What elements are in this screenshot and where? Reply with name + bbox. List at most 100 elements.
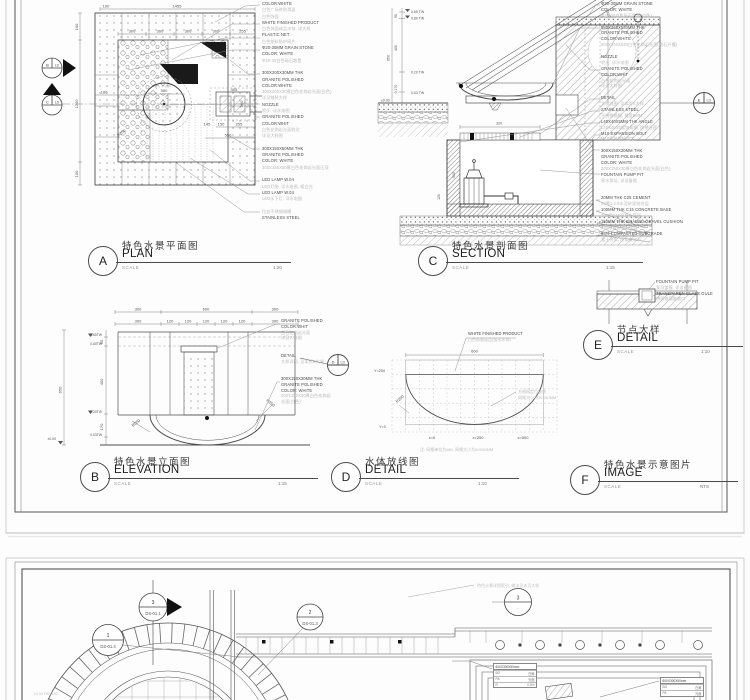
elevation-drawing: 300 600 300 300 120 120 120 120 120 300 … — [48, 307, 349, 446]
svg-text:2: 2 — [309, 610, 312, 616]
annotation-line: COLOR:WHITE — [601, 36, 631, 42]
title-rule — [116, 262, 291, 264]
svg-text:LD: LD — [55, 64, 60, 68]
svg-text:LD: LD — [341, 361, 346, 365]
svg-text:Y=250: Y=250 — [374, 369, 385, 373]
svg-text:1200: 1200 — [74, 99, 79, 109]
title-rule — [611, 346, 743, 348]
annotation-line: GRANITE POLISHED — [281, 318, 323, 323]
svg-text:400: 400 — [99, 378, 104, 385]
annotation-line: L40X40X5镀锌角钢, 防锈处理 — [601, 124, 657, 130]
scale-word: SCALE — [604, 484, 622, 489]
svg-text:50: 50 — [99, 339, 104, 344]
annotation-line: 580X260X530白色花岗岩光面(整石开槽) — [601, 42, 678, 48]
svg-text:100: 100 — [74, 23, 79, 30]
annotation-line: 300X150X50MM THK — [262, 145, 304, 151]
annotation-line: COLOR:WHIT — [601, 71, 629, 77]
annotation-line: COLOR: WHITE — [262, 158, 294, 164]
layout-top-label-cn: 白色饰面成品(弧形水钵) — [468, 337, 511, 342]
panel-title-cn: 特色水景平面图 — [122, 241, 200, 252]
callout-1: 1 DS-01.4 — [92, 624, 241, 658]
svg-text:B: B — [46, 63, 49, 68]
panel-title-en: DETAIL — [617, 332, 659, 344]
svg-text:90: 90 — [394, 14, 398, 18]
svg-text:E: E — [698, 98, 701, 103]
panel-bubble-f: F — [570, 465, 600, 495]
svg-text:300: 300 — [185, 29, 192, 34]
annotation-line: LED LAMP W.04 — [262, 177, 294, 183]
svg-text:300: 300 — [135, 319, 142, 324]
annotation-line: NOZZLE — [262, 101, 279, 107]
annotation-line: 95% COMPACTED SUBGRADE — [601, 230, 663, 236]
annotation-line: 白色饰面成品水钵, 详大样 — [262, 26, 311, 32]
annotation-line: 白色饰面 — [262, 13, 279, 19]
section-marker-c: C LD — [41, 83, 63, 116]
annotation-line: 不锈钢格栅, 缝宽8MM — [601, 112, 643, 118]
annotation-line: 大样详图, 见本页E大样 — [601, 101, 645, 107]
annotation-line: 白色花岗岩光面 — [601, 77, 631, 83]
svg-text:650: 650 — [387, 55, 391, 61]
svg-text:120: 120 — [185, 319, 192, 324]
svg-text:180: 180 — [101, 90, 108, 95]
svg-text:120: 120 — [167, 319, 174, 324]
annotation-line: 580X260X530MM THK — [601, 24, 645, 30]
annotation-line: COLOR:WHIT — [262, 120, 290, 126]
annotation-line: 300X200X30厚白色花岗岩光面(白色) — [262, 89, 332, 95]
svg-text:±0.00: ±0.00 — [48, 437, 57, 441]
annotation-line: L40X40X5MM THK ANGLE — [601, 118, 653, 124]
svg-text:0.65 TW: 0.65 TW — [411, 10, 425, 14]
svg-text:0.170: 0.170 — [394, 85, 398, 94]
svg-text:x=500: x=500 — [517, 435, 529, 440]
svg-text:DS-01.4: DS-01.4 — [100, 644, 116, 649]
svg-text:255: 255 — [236, 122, 243, 127]
annotation-line: 详见大样图 — [601, 83, 622, 89]
sheet1-drawing: B LD C LD — [5, 0, 745, 538]
detail-bubble-e: E LD — [660, 92, 715, 114]
svg-text:0.20 TW: 0.20 TW — [411, 71, 425, 75]
panel-title-en: ELEVATION — [114, 464, 180, 476]
panel-bubble-e: E — [583, 330, 613, 360]
svg-text:120: 120 — [221, 319, 228, 324]
annotation-line: 泉水泵坑, 详设备图 — [601, 177, 638, 183]
panel-bubble-d: D — [331, 462, 361, 492]
layout-drawing: 600 Y=250 Y=0 R250 x=0 x=250 x=500 — [374, 337, 558, 440]
panel-bubble-a: A — [88, 246, 118, 276]
annotation-line: Φ20-30白色砾石散置 — [262, 57, 302, 63]
scale-word: SCALE — [365, 481, 383, 486]
svg-text:600: 600 — [203, 307, 210, 312]
svg-text:120: 120 — [239, 319, 246, 324]
svg-text:R10: R10 — [605, 11, 612, 19]
panel-title-cn: 特色水景示意图片 — [604, 460, 693, 471]
svg-text:400: 400 — [394, 45, 398, 51]
svg-text:1: 1 — [107, 633, 110, 639]
scale-value: NTS — [700, 484, 709, 489]
svg-text:145: 145 — [204, 122, 211, 127]
annotation-line: Φ20-30白色砾石散置(白色) — [601, 12, 652, 18]
annotation-line: GRANITE POLISHED — [262, 76, 304, 82]
svg-text:150: 150 — [218, 122, 225, 127]
svg-text:x=250: x=250 — [472, 435, 484, 440]
svg-text:120: 120 — [437, 194, 441, 200]
annotation-line: GRANITE POLISHED — [601, 65, 643, 71]
annotation-line: M10 EXPANSION BOLT — [601, 130, 648, 136]
svg-text:300: 300 — [213, 29, 220, 34]
annotation-line: 光面(白色) — [281, 399, 301, 405]
annotation-line: 泵坑盖板, 详设备图 — [656, 284, 693, 290]
panel-bubble-b: B — [80, 462, 110, 492]
scale-value: 1:15 — [278, 481, 287, 486]
svg-text:0.60TW: 0.60TW — [90, 342, 103, 346]
index-bubble-3: 3 - — [492, 588, 532, 616]
annotation-line: 300X200X30MM THK — [262, 70, 304, 76]
svg-text:R250: R250 — [394, 393, 405, 403]
annotation-line: 大样详图, 见本页D大样 — [281, 358, 325, 364]
annotation-line: 喷头, 详水电图 — [601, 59, 629, 65]
annotation-line: NOZZLE — [601, 54, 618, 60]
scale-word: SCALE — [114, 481, 132, 486]
svg-text:300: 300 — [129, 29, 136, 34]
svg-text:1455: 1455 — [173, 4, 183, 9]
